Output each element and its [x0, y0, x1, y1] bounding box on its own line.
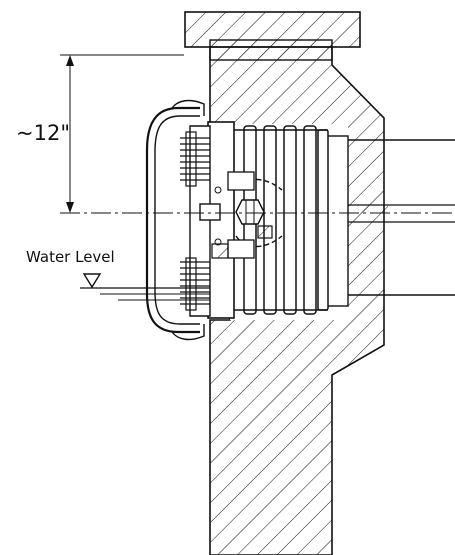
dimension-label: ~12" — [16, 121, 70, 145]
pipe-hatched-band-top — [348, 205, 388, 213]
bellows-rib-3 — [283, 125, 297, 315]
valve-pin-upper — [214, 186, 222, 194]
cover-outer — [145, 106, 200, 334]
water-level-annotation: Water Level — [26, 248, 210, 301]
valve-stem — [199, 203, 221, 221]
cover-inner — [154, 115, 200, 325]
inverted-triangle-icon — [82, 273, 102, 289]
valve-arc-lower — [235, 235, 283, 248]
valve-upper-block — [227, 171, 255, 191]
valve-lower-block — [227, 239, 255, 259]
bellows-end-collar — [317, 129, 329, 311]
cap-collar — [209, 39, 333, 61]
front-cover — [145, 99, 205, 341]
pipe-end-block — [325, 135, 349, 307]
bellows-rib-2 — [263, 125, 277, 315]
water-level-label: Water Level — [26, 248, 115, 266]
bolt-stack-bottom — [180, 257, 210, 311]
cover-top-lip — [171, 99, 205, 116]
dimension-annotation: ~12" — [16, 54, 184, 213]
bolt-stack-top — [180, 131, 210, 187]
bellows-rib-4 — [303, 125, 317, 315]
valve-mechanism — [199, 171, 283, 259]
dimension-arrow-top — [66, 55, 74, 66]
valve-hatch-block — [257, 225, 273, 239]
dimension-arrow-bottom — [66, 202, 74, 213]
valve-spring-block — [211, 243, 229, 259]
valve-hex-nut — [235, 199, 265, 225]
cover-bottom-lip — [171, 324, 205, 341]
